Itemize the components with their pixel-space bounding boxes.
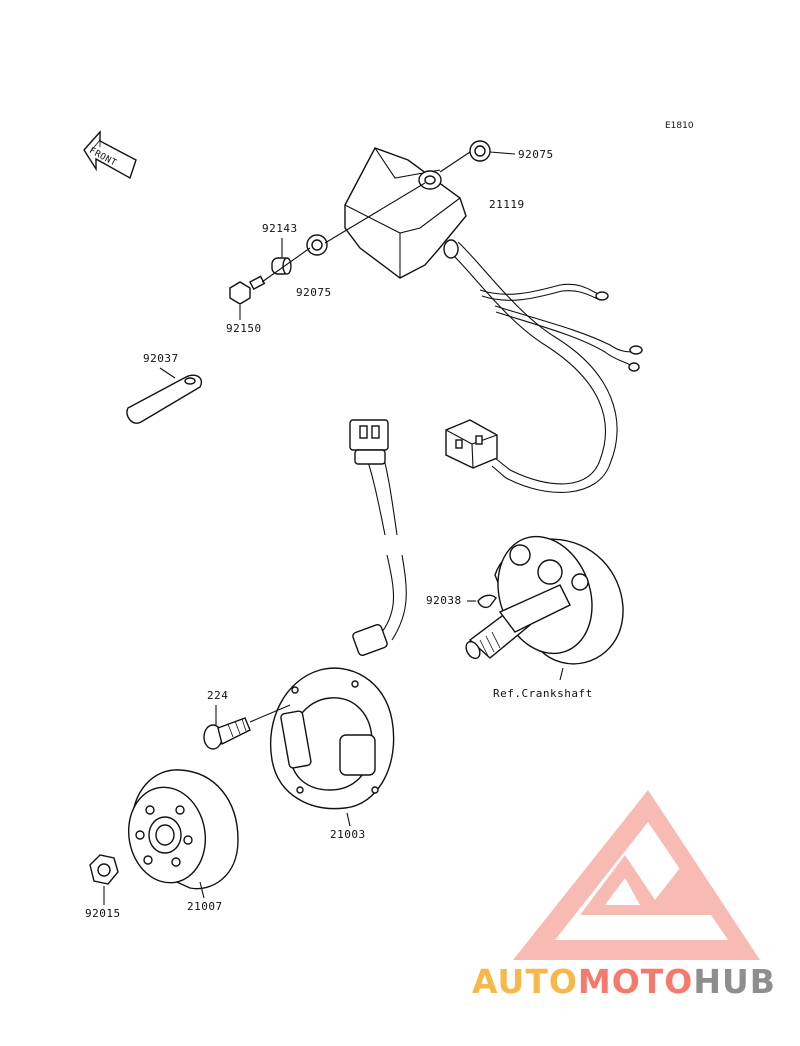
part-label-cdi-unit: 21119	[489, 198, 525, 211]
watermark-moto: MOTO	[577, 962, 694, 1001]
part-label-grommet-bottom: 92075	[296, 286, 332, 299]
part-label-stator: 21003	[330, 828, 366, 841]
part-label-band: 92037	[143, 352, 179, 365]
watermark-hub: HUB	[693, 962, 776, 1001]
watermark-logo-text: AUTOMOTOHUB	[472, 962, 776, 1001]
screw-drawing	[203, 717, 251, 750]
cdi-unit-drawing	[344, 147, 643, 493]
grommet-bottom-drawing	[306, 234, 328, 256]
part-label-grommet-top: 92075	[518, 148, 554, 161]
reference-crankshaft-label: Ref.Crankshaft	[493, 687, 593, 700]
part-label-nut: 92015	[85, 907, 121, 920]
collar-drawing	[271, 257, 292, 275]
nut-drawing	[89, 854, 119, 885]
watermark-auto: AUTO	[472, 962, 578, 1001]
band-drawing	[126, 374, 203, 424]
part-label-key: 92038	[426, 594, 462, 607]
rotor-drawing	[127, 769, 239, 890]
grommet-top-drawing	[469, 140, 491, 162]
diagram-code: E1810	[665, 121, 694, 131]
stator-drawing	[269, 419, 407, 810]
part-label-bolt: 92150	[226, 322, 262, 335]
watermark-triangle-icon	[513, 790, 760, 960]
key-drawing	[477, 594, 497, 609]
front-arrow-icon	[83, 130, 137, 180]
part-label-collar: 92143	[262, 222, 298, 235]
part-label-screw: 224	[207, 689, 229, 702]
part-label-rotor: 21007	[187, 900, 223, 913]
crankshaft-drawing	[465, 535, 624, 665]
bolt-drawing	[229, 275, 266, 305]
